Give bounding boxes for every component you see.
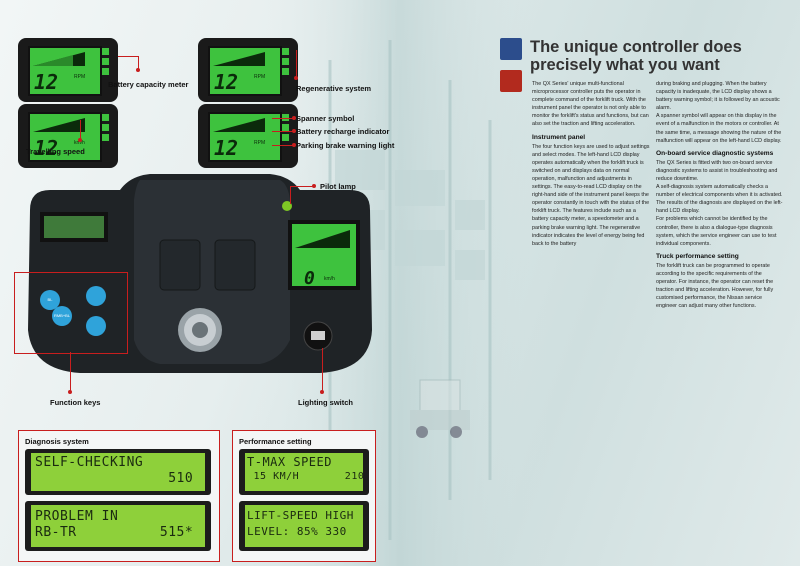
label-battery-capacity: Battery capacity meter: [108, 80, 189, 89]
brand-icon-red: [500, 70, 522, 92]
regenerative-display: 12 RPM: [198, 38, 298, 102]
intro-paragraph: The QX Series' unique multi-functional m…: [532, 81, 649, 128]
label-lighting-switch: Lighting switch: [298, 398, 353, 407]
diag-line-4: RB-TR 515*: [35, 525, 194, 540]
label-battery-recharge: Battery recharge indicator: [296, 127, 390, 136]
perf-line-4: LEVEL: 85% 330: [247, 525, 347, 538]
unit-label: RPM: [254, 74, 266, 80]
travelling-speed-display: 12 km/h: [18, 104, 118, 168]
diag-line-3: PROBLEM IN: [35, 509, 119, 524]
diagnosis-screen-2: PROBLEM IN RB-TR 515*: [25, 501, 211, 551]
truck-heading: Truck performance setting: [656, 252, 739, 260]
unit-label: RPM: [74, 74, 86, 80]
performance-screen-1: T-MAX SPEED 15 KM/H 210: [239, 449, 369, 495]
unit-label: km/h: [74, 140, 85, 146]
onboard-paragraph-2: A self-diagnosis system automatically ch…: [656, 184, 783, 215]
function-keys-highlight: [14, 272, 128, 354]
truck-paragraph: The forklift truck can be programmed to …: [656, 262, 774, 310]
speed-readout: 12: [214, 70, 239, 94]
text-column-2: during braking and plugging. When the ba…: [656, 80, 784, 310]
instrument-heading: Instrument panel: [532, 133, 586, 141]
perf-line-2: 15 KM/H 210: [247, 471, 365, 482]
function-key-4[interactable]: [86, 316, 106, 336]
battery-meter-display: 12 RPM: [18, 38, 118, 102]
onboard-paragraph-1: The QX Series is fitted with two on-boar…: [656, 159, 778, 182]
instrument-panel: [28, 174, 372, 373]
perf-line-3: LIFT-SPEED HIGH: [247, 509, 354, 522]
function-key-2[interactable]: [86, 286, 106, 306]
label-parking-brake: Parking brake warning light: [296, 141, 395, 150]
main-unit-label: km/h: [324, 276, 335, 282]
diagnosis-panel: Diagnosis system SELF-CHECKING 510 PROBL…: [18, 430, 220, 562]
speed-readout: 12: [34, 136, 59, 160]
speed-readout: 12: [214, 136, 239, 160]
perf-line-1: T-MAX SPEED: [247, 455, 332, 469]
label-regenerative: Regenerative system: [296, 84, 372, 93]
label-pilot-lamp: Pilot lamp: [320, 182, 356, 191]
brand-icon-blue: [500, 38, 522, 60]
diag-line-1: SELF-CHECKING: [35, 455, 144, 470]
speed-readout: 12: [34, 70, 59, 94]
warning-symbols-display: 12 RPM: [198, 104, 298, 168]
onboard-paragraph-3: For problems which cannot be identified …: [656, 216, 777, 247]
label-travelling-speed: Travelling speed: [26, 147, 85, 156]
performance-screen-2: LIFT-SPEED HIGH LEVEL: 85% 330: [239, 501, 369, 551]
text-column-1: The QX Series' unique multi-functional m…: [532, 80, 650, 248]
page-heading: The unique controller does precisely wha…: [530, 38, 742, 74]
unit-label: RPM: [254, 140, 266, 146]
col2-paragraph-2: A spanner symbol will appear on this dis…: [656, 113, 782, 144]
onboard-heading: On-board service diagnostic systems: [656, 149, 774, 157]
label-function-keys: Function keys: [50, 398, 101, 407]
performance-title: Performance setting: [239, 437, 312, 446]
main-speed-readout: 0: [304, 268, 315, 289]
performance-panel: Performance setting T-MAX SPEED 15 KM/H …: [232, 430, 376, 562]
diag-line-2: 510: [35, 471, 194, 486]
diagnosis-title: Diagnosis system: [25, 437, 89, 446]
col2-paragraph-1: during braking and plugging. When the ba…: [656, 81, 780, 112]
instrument-paragraph: The four function keys are used to adjus…: [532, 143, 650, 247]
label-spanner: Spanner symbol: [296, 114, 355, 123]
function-key-3[interactable]: RMB+BL: [52, 306, 72, 326]
diagnosis-screen-1: SELF-CHECKING 510: [25, 449, 211, 495]
function-key-1[interactable]: BL: [40, 290, 60, 310]
